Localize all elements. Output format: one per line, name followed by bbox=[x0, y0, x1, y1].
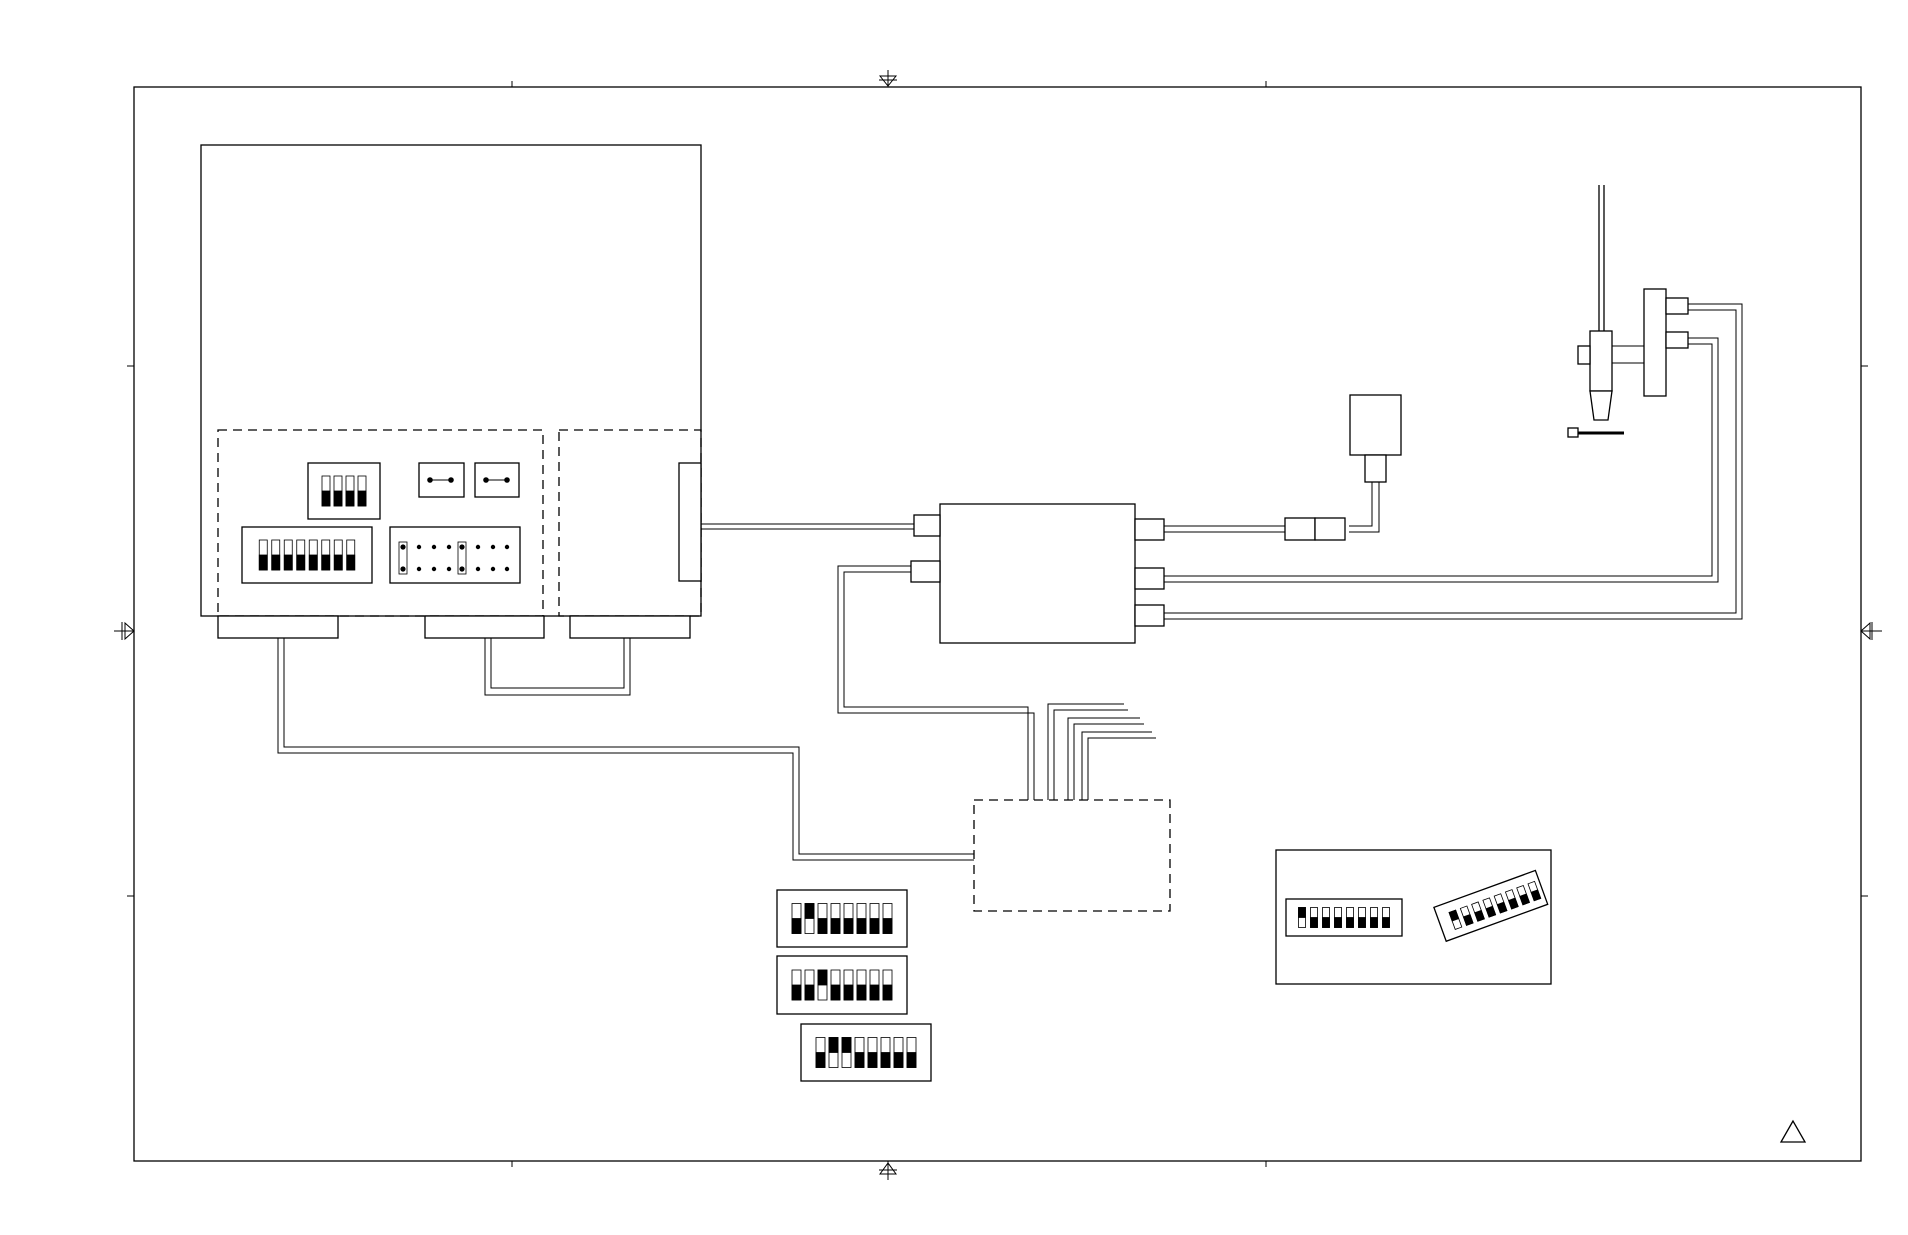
dip-switch-knob-6 bbox=[321, 554, 331, 571]
dip-switch-knob-2 bbox=[333, 490, 343, 507]
dip-switch-knob-7 bbox=[893, 1052, 904, 1068]
dip-switch-knob-8 bbox=[906, 1052, 917, 1068]
dip-switch-knob-7 bbox=[869, 918, 880, 934]
junction-port-right-3 bbox=[1134, 604, 1165, 627]
dip-switch-knob-6 bbox=[856, 918, 867, 934]
cable-junction-to-option bbox=[837, 565, 1035, 800]
cable-junction-to-sensor bbox=[1164, 525, 1285, 533]
jumper-block-2 bbox=[474, 462, 520, 498]
dip-switch-knob-7 bbox=[1519, 893, 1530, 906]
dip-switch-knob-3 bbox=[283, 554, 293, 571]
sensor-cable bbox=[1349, 482, 1380, 533]
dip-switch-knob-8 bbox=[1382, 917, 1390, 928]
junction-port-left-bottom bbox=[910, 560, 941, 583]
dip-switch-knob-1 bbox=[321, 490, 331, 507]
dip-switch-knob-6 bbox=[1358, 917, 1366, 928]
revision-triangle-icon bbox=[1779, 1119, 1807, 1143]
dip-frame bbox=[307, 462, 381, 520]
center-mark-bottom bbox=[879, 1161, 897, 1180]
dip-switch-knob-5 bbox=[843, 918, 854, 934]
inline-connector-left bbox=[1284, 517, 1316, 541]
drawing-frame bbox=[133, 86, 1862, 1162]
dip-switch-knob-6 bbox=[856, 984, 867, 1001]
controller-board-dashed bbox=[217, 429, 544, 617]
dip-switch-knob-2 bbox=[804, 903, 815, 919]
dip-switch-knob-3 bbox=[1322, 917, 1330, 928]
controller-side-connector bbox=[678, 462, 702, 582]
dip-switch-bank-4[interactable] bbox=[307, 462, 381, 520]
dip-switch-bank-c[interactable] bbox=[815, 1037, 917, 1068]
junction-port-right-2 bbox=[1134, 567, 1165, 590]
cable-junction-to-probe bbox=[1164, 303, 1743, 620]
dip-switch-knob-1 bbox=[258, 554, 268, 571]
dip-switch-knob-2 bbox=[271, 554, 281, 571]
controller-bottom-connector-3 bbox=[569, 615, 691, 639]
option-board-dashed bbox=[973, 799, 1171, 912]
dip-switch-knob-4 bbox=[830, 918, 841, 934]
dip-switch-knob-3 bbox=[1474, 909, 1485, 922]
dip-switch-knob-4 bbox=[296, 554, 306, 571]
probe-assembly bbox=[1567, 185, 1689, 438]
dip-switch-knob-4 bbox=[357, 490, 367, 507]
controller-bottom-connector-1 bbox=[217, 615, 339, 639]
detail-inset bbox=[1275, 849, 1552, 985]
dip-switch-knob-1 bbox=[791, 984, 802, 1001]
sensor-neck bbox=[1364, 454, 1387, 483]
dip-switch-knob-5 bbox=[1496, 901, 1508, 914]
dip-switch-knob-1 bbox=[1448, 909, 1460, 922]
dip-switch-knob-4 bbox=[830, 984, 841, 1001]
dip-switch-knob-5 bbox=[308, 554, 318, 571]
dip-switch-knob-4 bbox=[854, 1052, 865, 1068]
center-mark-right bbox=[1860, 621, 1882, 641]
dip-switch-knob-6 bbox=[880, 1052, 891, 1068]
junction-port-left-top bbox=[913, 514, 941, 537]
dip-switch-knob-3 bbox=[841, 1037, 852, 1053]
dip-switch-bank-a[interactable] bbox=[791, 903, 893, 934]
junction-box bbox=[939, 503, 1136, 644]
dip-switch-knob-1 bbox=[815, 1052, 826, 1068]
dip-switch-angled-view[interactable] bbox=[1433, 869, 1549, 943]
dip-switch-knob-3 bbox=[817, 969, 828, 986]
dip-switch-knob-5 bbox=[867, 1052, 878, 1068]
dip-switch-bank-b[interactable] bbox=[791, 969, 893, 1001]
dip-switch-knob-5 bbox=[1346, 917, 1354, 928]
dip-switch-knob-2 bbox=[1310, 917, 1318, 928]
jumper-header-block bbox=[389, 526, 521, 584]
dip-switch-knob-4 bbox=[1485, 905, 1497, 918]
dip-switch-knob-1 bbox=[1298, 907, 1306, 918]
dip-switch-knob-3 bbox=[345, 490, 355, 507]
dip-switch-knob-2 bbox=[1462, 913, 1474, 926]
dip-switch-knob-7 bbox=[1370, 917, 1378, 928]
cable-connector-loop bbox=[484, 638, 631, 696]
loose-wire-fan bbox=[1047, 703, 1156, 800]
dip-switch-knob-2 bbox=[828, 1037, 839, 1053]
dip-switch-knob-6 bbox=[1508, 897, 1519, 910]
controller-bottom-connector-2 bbox=[424, 615, 545, 639]
dip-switch-knob-4 bbox=[1334, 917, 1342, 928]
jumper-block-1 bbox=[418, 462, 465, 498]
dip-switch-knob-7 bbox=[869, 984, 880, 1001]
cable-controller-to-junction bbox=[701, 523, 914, 530]
dip-switch-knob-8 bbox=[882, 984, 893, 1001]
dip-switch-knob-5 bbox=[843, 984, 854, 1001]
sensor-module bbox=[1349, 394, 1402, 456]
dip-switch-flat-view[interactable] bbox=[1298, 907, 1390, 928]
cable-controller-to-option bbox=[277, 638, 974, 861]
dip-switch-knob-8 bbox=[1530, 889, 1542, 902]
dip-switch-knob-8 bbox=[882, 918, 893, 934]
junction-port-right-1 bbox=[1134, 518, 1165, 541]
dip-switch-bank-8[interactable] bbox=[241, 526, 373, 584]
inline-connector-right bbox=[1314, 517, 1346, 541]
dip-switch-knob-2 bbox=[804, 984, 815, 1001]
frame-ticks bbox=[127, 81, 1868, 1167]
dip-switch-knob-3 bbox=[817, 918, 828, 934]
center-mark-top bbox=[878, 70, 898, 87]
dip-switch-knob-8 bbox=[346, 554, 356, 571]
dip-switch-knob-1 bbox=[791, 918, 802, 934]
dip-switch-knob-7 bbox=[333, 554, 343, 571]
center-mark-left bbox=[114, 621, 135, 641]
